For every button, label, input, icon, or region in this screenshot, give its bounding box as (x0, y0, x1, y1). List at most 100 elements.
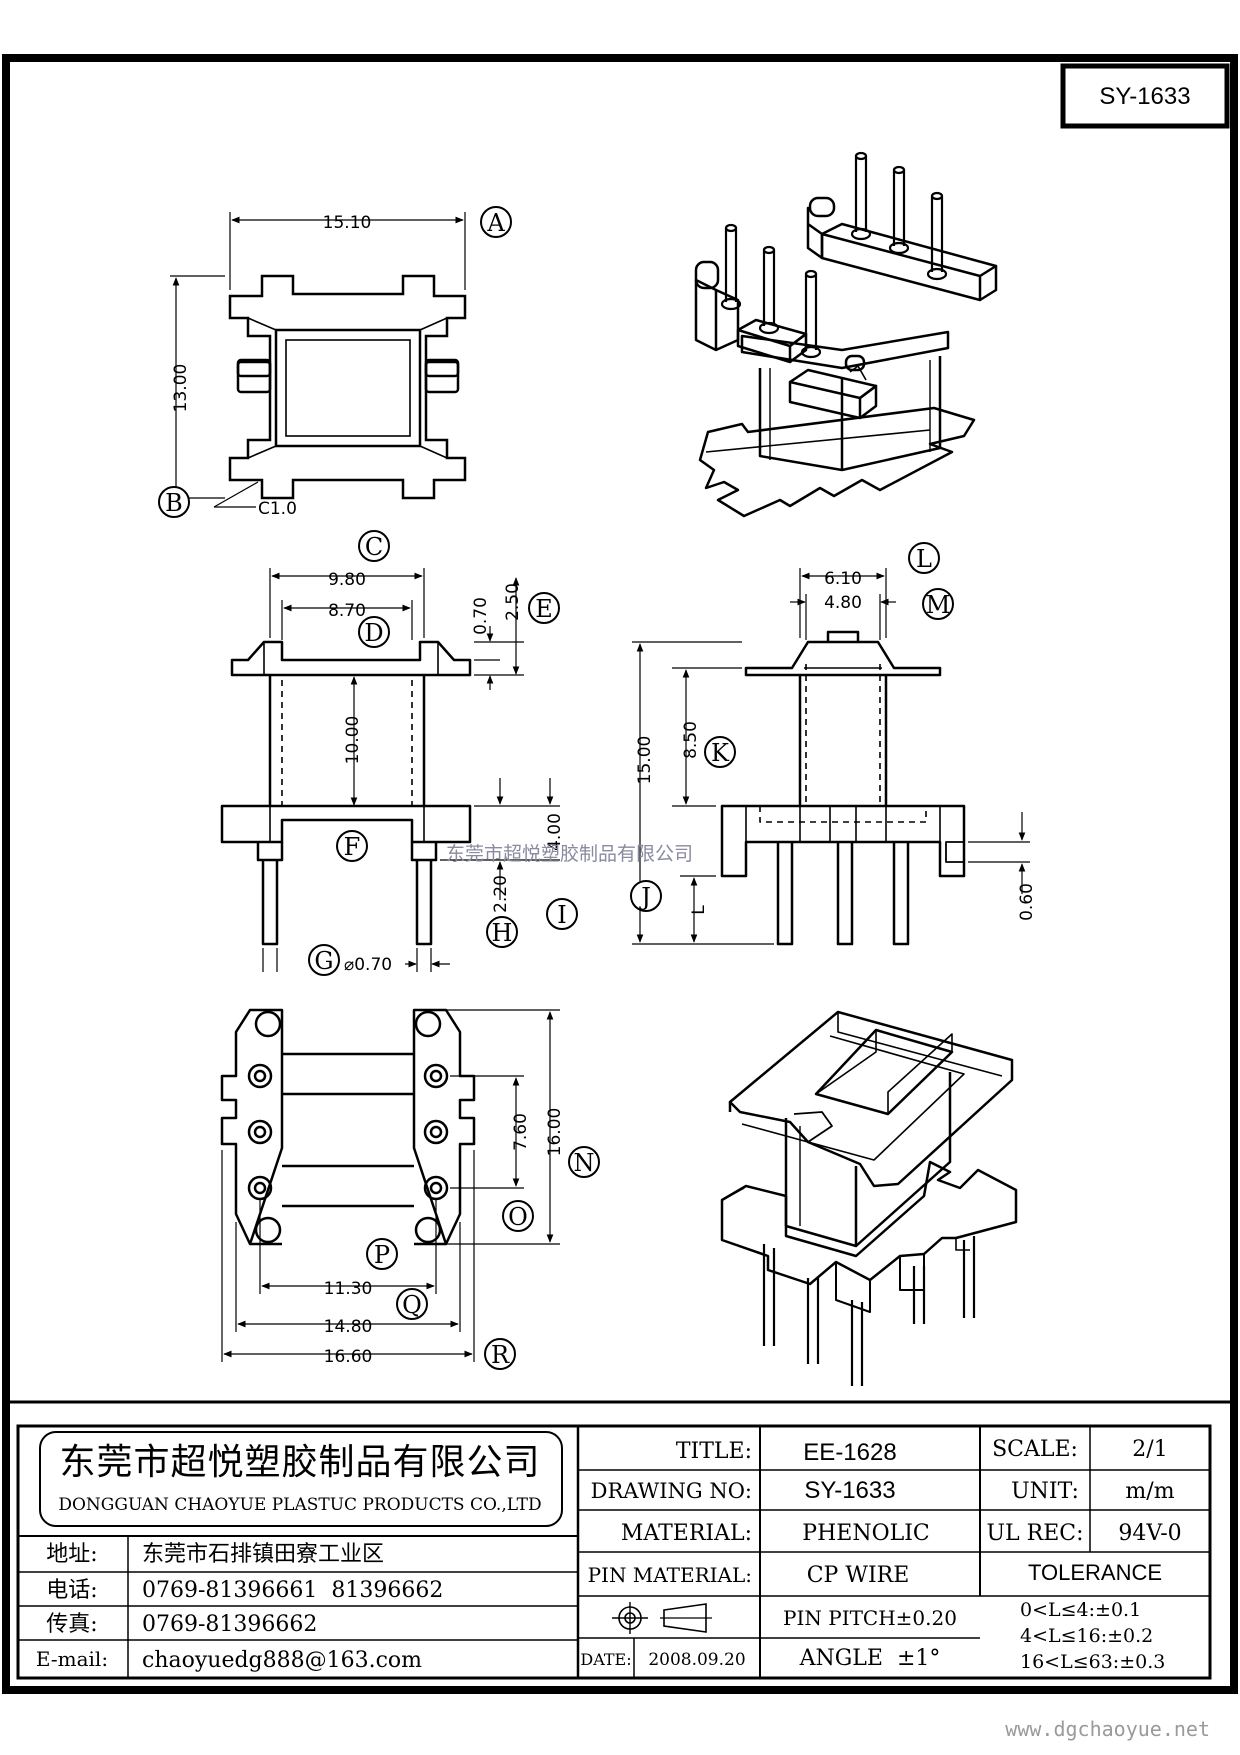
dim-16-60: 16.60 (324, 1347, 373, 1367)
drawing-no-value: SY-1633 (804, 1477, 895, 1504)
dim-8-70: 8.70 (328, 601, 366, 621)
dim-4-00: 4.00 (545, 813, 565, 851)
dim-0-60: 0.60 (1017, 883, 1037, 921)
company-name-cn: 东莞市超悦塑胶制品有限公司 (59, 1442, 540, 1483)
ul-value: 94V-0 (1118, 1521, 1181, 1546)
dim-L: L (689, 905, 709, 915)
dim-c1: C1.0 (258, 499, 297, 519)
scale-value: 2/1 (1132, 1437, 1167, 1462)
svg-text:O: O (508, 1203, 528, 1231)
markers: A B C D E F G H I J K L M N O P Q R (158, 206, 954, 1370)
front-view-dims (262, 568, 560, 972)
marker-g: G (308, 944, 340, 976)
bottom-view-dims (221, 1009, 560, 1362)
pin-pitch: PIN PITCH±0.20 (783, 1606, 957, 1630)
addr-value: 东莞市石排镇田寮工业区 (142, 1542, 384, 1567)
svg-text:N: N (574, 1149, 595, 1177)
svg-text:P: P (374, 1241, 390, 1269)
dim-9-80: 9.80 (328, 570, 366, 590)
marker-f: F (336, 830, 368, 862)
fax-label: 传真: (46, 1612, 97, 1637)
svg-text:C: C (365, 533, 383, 561)
dim-dia-0-70: ⌀0.70 (344, 955, 392, 975)
title-value: EE-1628 (803, 1439, 896, 1466)
svg-text:Q: Q (402, 1291, 422, 1319)
dim-15-00: 15.00 (635, 736, 655, 785)
email-value: chaoyuedg888@163.com (142, 1648, 422, 1673)
dim-14-80: 14.80 (324, 1317, 373, 1337)
dim-7-60: 7.60 (511, 1113, 531, 1151)
marker-a: A (480, 206, 512, 238)
material-value: PHENOLIC (802, 1521, 929, 1546)
front-view (220, 640, 472, 946)
ul-label: UL REC: (986, 1521, 1083, 1546)
svg-text:E: E (535, 595, 553, 623)
side-view (720, 630, 966, 946)
company-name-en: DONGGUAN CHAOYUE PLASTUC PRODUCTS CO.,LT… (58, 1495, 541, 1515)
drawing-no-label: DRAWING NO: (591, 1479, 752, 1503)
unit-label: UNIT: (1011, 1479, 1079, 1504)
svg-text:A: A (486, 209, 505, 237)
date-label: DATE: (580, 1650, 631, 1669)
marker-m: M (922, 588, 954, 620)
iso-view-bottom (720, 1010, 1018, 1386)
marker-i: I (546, 898, 578, 930)
marker-k: K (704, 736, 736, 768)
marker-n: N (568, 1146, 600, 1178)
drawing-number-box: SY-1633 (1060, 63, 1230, 129)
scale-label: SCALE: (992, 1437, 1078, 1462)
title-label: TITLE: (676, 1439, 752, 1464)
marker-j: J (630, 880, 662, 912)
addr-label: 地址: (46, 1542, 97, 1567)
watermark: 东莞市超悦塑胶制品有限公司 (446, 843, 693, 865)
fax-value: 0769-81396662 (142, 1612, 317, 1637)
svg-text:L: L (916, 545, 932, 573)
dim-0-70: 0.70 (471, 597, 491, 635)
svg-text:G: G (314, 947, 333, 975)
svg-text:M: M (926, 591, 951, 619)
tolerance-1: 0<L≤4:±0.1 (1020, 1599, 1141, 1621)
marker-c: C (358, 530, 390, 562)
iso-view-top (694, 151, 998, 518)
dim-15-10: 15.10 (323, 213, 372, 233)
dim-11-30: 11.30 (324, 1279, 373, 1299)
marker-h: H (486, 916, 518, 948)
email-label: E-mail: (36, 1647, 108, 1671)
svg-text:F: F (344, 833, 361, 861)
marker-b: B (158, 486, 190, 518)
svg-text:D: D (364, 619, 383, 647)
tolerance-label: TOLERANCE (1028, 1560, 1162, 1585)
website-watermark: www.dgchaoyue.net (1005, 1717, 1210, 1741)
svg-text:K: K (711, 739, 730, 767)
dim-6-10: 6.10 (824, 569, 862, 589)
marker-l: L (908, 542, 940, 574)
pin-material-value: CP WIRE (807, 1563, 910, 1588)
tel-label: 电话: (46, 1578, 97, 1603)
svg-text:R: R (491, 1341, 510, 1369)
tolerance-2: 4<L≤16:±0.2 (1020, 1625, 1153, 1647)
dim-8-50: 8.50 (681, 721, 701, 759)
title-block-text: 东莞市超悦塑胶制品有限公司 DONGGUAN CHAOYUE PLASTUC P… (36, 1437, 1182, 1673)
dim-4-80: 4.80 (824, 593, 862, 613)
drawing-number-text: SY-1633 (1099, 83, 1190, 110)
svg-text:H: H (492, 919, 513, 947)
marker-d: D (358, 616, 390, 648)
page-frame (2, 54, 1238, 1694)
marker-e: E (528, 592, 560, 624)
svg-text:J: J (638, 883, 651, 911)
angle-value: ANGLE ±1° (799, 1646, 941, 1671)
marker-q: Q (396, 1288, 428, 1320)
unit-value: m/m (1125, 1479, 1174, 1504)
dim-2-50: 2.50 (503, 583, 523, 621)
dim-16-00: 16.00 (545, 1108, 565, 1157)
dim-10-00: 10.00 (343, 716, 363, 765)
date-value: 2008.09.20 (648, 1650, 745, 1670)
svg-text:B: B (165, 489, 183, 517)
top-view-dims (170, 212, 466, 508)
marker-p: P (366, 1238, 398, 1270)
dim-13-00: 13.00 (171, 364, 191, 413)
marker-o: O (502, 1200, 534, 1232)
dim-2-20: 2.20 (491, 875, 511, 913)
tel-value: 0769-81396661 81396662 (142, 1578, 443, 1603)
